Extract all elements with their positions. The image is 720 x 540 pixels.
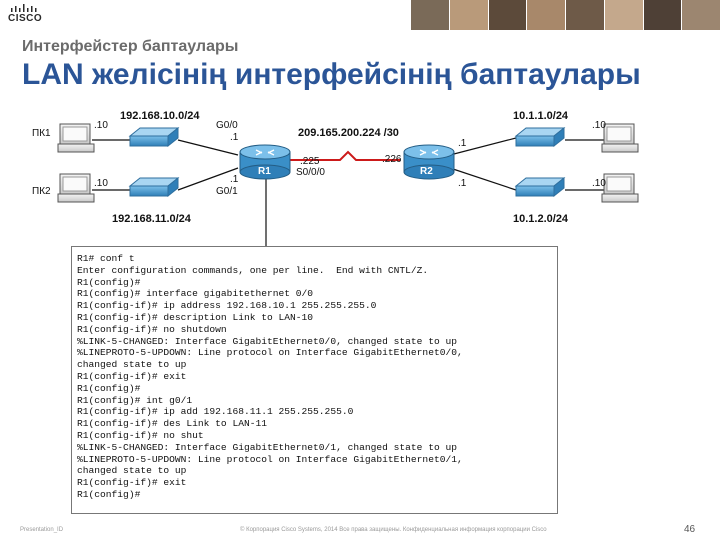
banner-photo (487, 0, 527, 30)
r1-serial-label: S0/0/0 (296, 167, 325, 178)
banner-photo (448, 0, 488, 30)
r1-g00-host-label: .1 (230, 132, 239, 143)
cli-line: R1(config)# interface gigabitethernet 0/… (77, 288, 314, 300)
r2-lan1-network-label: 10.1.1.0/24 (513, 110, 569, 122)
r2-pc2-host-label: .10 (592, 178, 606, 189)
switch4-icon (514, 176, 566, 198)
cli-line: R1(config)# (77, 276, 141, 288)
top-banner: CISCO (0, 0, 720, 30)
r2-wan-host-label: .226 (382, 154, 402, 165)
logo-text: CISCO (8, 13, 43, 24)
cli-line: %LINK-5-CHANGED: Interface GigabitEthern… (77, 335, 457, 347)
pc1-label: ПК1 (32, 128, 51, 139)
r2-label: R2 (420, 166, 433, 177)
switch2-icon (128, 176, 180, 198)
cli-line: %LINEPROTO-5-UPDOWN: Line protocol on In… (77, 347, 463, 359)
cli-line: R1(config-if)# exit (77, 370, 187, 382)
cli-line: R1(config-if)# no shut (77, 429, 204, 441)
router-r1-icon (239, 144, 291, 180)
banner-photo (526, 0, 565, 30)
r1-g01-label: G0/1 (216, 186, 238, 197)
router-r2-icon (403, 144, 455, 180)
slide-title: LAN желісінің интерфейсінің баптаулары (22, 58, 641, 91)
pc2-host-label: .10 (94, 178, 108, 189)
r2-lan1-pc-icon (601, 123, 639, 153)
r1-wan-host-label: .225 (300, 156, 320, 167)
cli-line: R1# conf t (77, 253, 135, 264)
cli-line: R1(config)# (77, 382, 141, 394)
r2-pc1-host-label: .10 (592, 120, 606, 131)
switch3-icon (514, 126, 566, 148)
banner-photo (603, 0, 643, 30)
r2-lan1-host-label: .1 (458, 138, 467, 149)
footer-presentation-id: Presentation_ID (20, 527, 64, 533)
cli-line: R1(config-if)# description Link to LAN-1… (77, 311, 314, 323)
slide-subtitle: Интерфейстер баптаулары (22, 38, 239, 55)
footer-copyright: © Корпорация Cisco Systems, 2014 Все пра… (240, 527, 547, 533)
pc1-host-label: .10 (94, 120, 108, 131)
pc2-icon (57, 173, 95, 203)
banner-photo (642, 0, 682, 30)
wan-network-label: 209.165.200.224 /30 (298, 127, 399, 139)
cisco-bars-icon (11, 4, 37, 12)
cli-line: Enter configuration commands, one per li… (77, 264, 429, 276)
banner-photo-strip (410, 0, 720, 30)
page-number: 46 (684, 524, 696, 535)
pc2-label: ПК2 (32, 186, 51, 197)
pc1-icon (57, 123, 95, 153)
banner-photo (410, 0, 449, 30)
cli-console: R1# conf t Enter configuration commands,… (71, 246, 558, 514)
r2-lan2-pc-icon (601, 173, 639, 203)
cli-line: R1(config-if)# des Link to LAN-11 (77, 418, 267, 430)
banner-photo (565, 0, 604, 30)
cli-line: R1(config-if)# ip add 192.168.11.1 255.2… (77, 406, 354, 418)
cli-line: changed state to up (77, 359, 187, 371)
wan-serial-link (288, 150, 400, 161)
cli-line: R1(config-if)# no shutdown (77, 323, 227, 335)
r1-g01-host-label: .1 (230, 174, 239, 185)
cli-line: changed state to up (77, 465, 187, 477)
r1-label: R1 (258, 166, 271, 177)
banner-photo (681, 0, 720, 30)
cli-line: R1(config-if)# exit (77, 477, 187, 489)
lan2-network-label: 192.168.11.0/24 (112, 213, 192, 225)
r2-lan2-network-label: 10.1.2.0/24 (513, 213, 569, 225)
cli-line: R1(config)# (77, 488, 141, 500)
switch1-icon (128, 126, 180, 148)
cli-line: R1(config)# int g0/1 (77, 394, 193, 406)
cisco-logo: CISCO (8, 4, 48, 24)
cli-line: R1(config-if)# ip address 192.168.10.1 2… (77, 300, 377, 312)
r2-lan2-host-label: .1 (458, 178, 467, 189)
r1-g00-label: G0/0 (216, 120, 238, 131)
network-diagram: 192.168.10.0/24 ПК1 .10 ПК2 .10 192.168.… (32, 110, 639, 246)
cli-line: %LINEPROTO-5-UPDOWN: Line protocol on In… (77, 453, 463, 465)
cli-line: %LINK-5-CHANGED: Interface GigabitEthern… (77, 441, 457, 453)
lan1-network-label: 192.168.10.0/24 (120, 110, 200, 122)
